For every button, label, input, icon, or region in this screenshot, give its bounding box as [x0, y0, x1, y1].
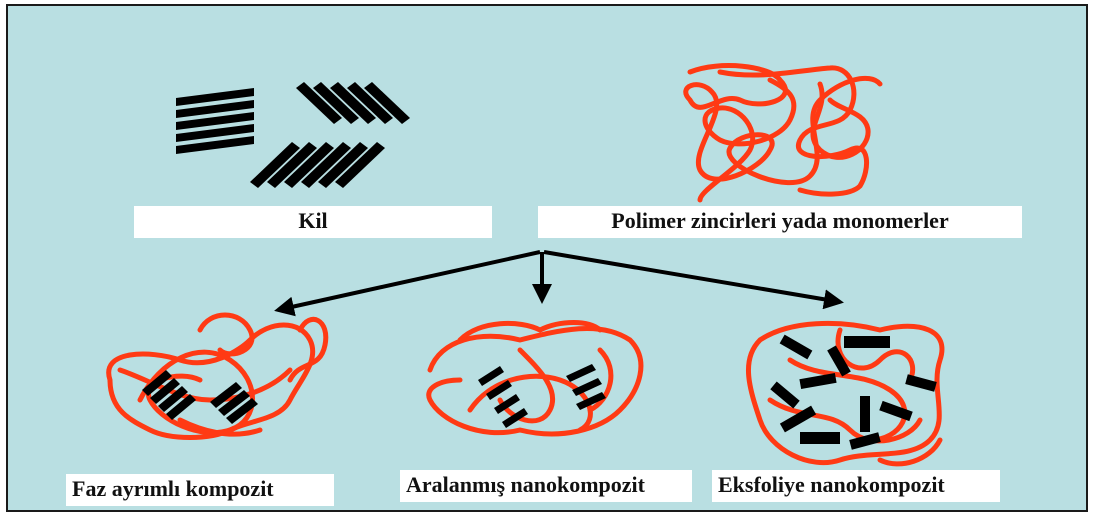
clay-stack-horizontal: [176, 88, 254, 154]
arrow-left: [278, 252, 540, 310]
label-intercalated: Aralanmış nanokompozit: [400, 470, 692, 502]
clay-stack-diagonal-bottom: [250, 142, 385, 188]
arrows: [278, 252, 840, 310]
label-clay: Kil: [134, 206, 492, 238]
phase-separated-structure: [109, 315, 326, 438]
polymer-chains: [686, 66, 880, 200]
clay-stacks: [176, 82, 410, 188]
arrow-right: [544, 252, 840, 302]
intercalated-structure: [429, 323, 641, 434]
exfoliated-structure: [748, 323, 941, 463]
label-exfoliated: Eksfoliye nanokompozit: [712, 470, 1000, 502]
clay-stack-diagonal-top: [296, 82, 410, 124]
label-polymer: Polimer zincirleri yada monomerler: [538, 206, 1022, 238]
label-phase-separated: Faz ayrımlı kompozit: [66, 474, 334, 506]
